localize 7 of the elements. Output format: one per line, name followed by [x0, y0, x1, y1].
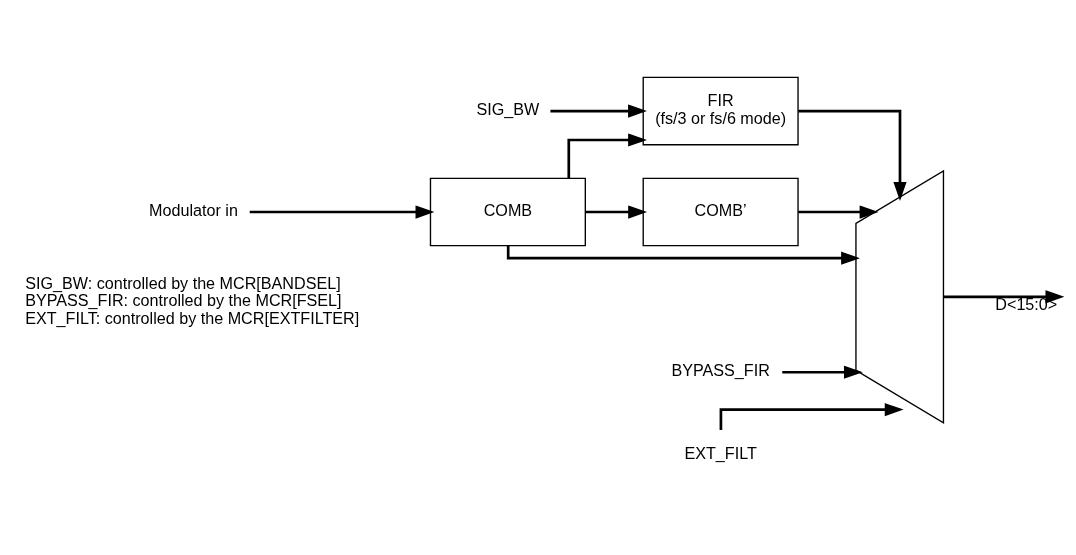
node-text: BYPASS_FIR — [671, 360, 770, 379]
node-text: Modulator in — [149, 200, 238, 219]
edge-label: D<15:0> — [995, 294, 1058, 313]
node-text: EXT_FILT — [684, 443, 757, 462]
label: SIG_BW: controlled by the MCR[BANDSEL] — [25, 273, 341, 292]
node-text: SIG_BW — [476, 99, 540, 118]
label: EXT_FILT: controlled by the MCR[EXTFILTER] — [25, 308, 360, 327]
